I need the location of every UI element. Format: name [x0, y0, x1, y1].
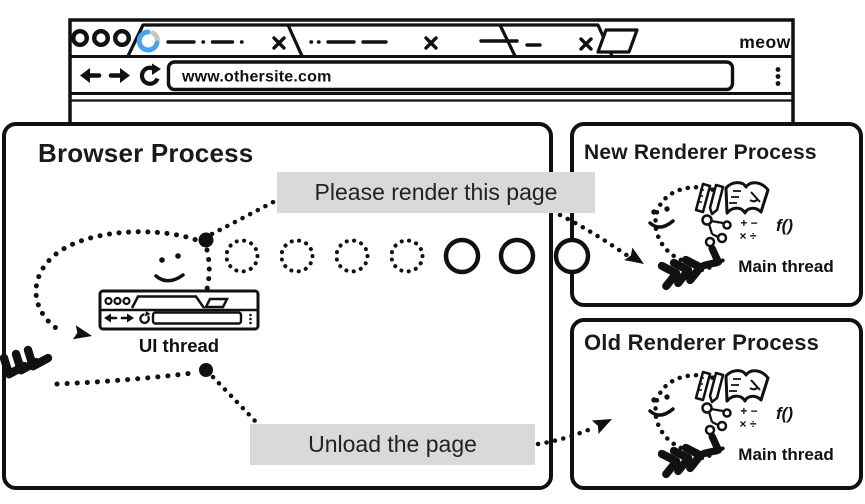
tab-divider: [286, 24, 304, 57]
forward-icon: [120, 68, 130, 83]
tab-2[interactable]: [309, 36, 438, 50]
render-message-label: Please render this page: [277, 172, 595, 213]
mini-browser-icon: [98, 289, 260, 331]
tab-1[interactable]: [136, 29, 286, 53]
back-button[interactable]: [80, 68, 102, 83]
spinner-tail: [150, 30, 160, 43]
smiley-icon: [154, 253, 185, 283]
old-renderer-process-title: Old Renderer Process: [584, 330, 820, 355]
old-renderer-process-box: [570, 318, 863, 490]
new-tab-icon[interactable]: [596, 28, 639, 54]
unload-message-line: [210, 374, 259, 425]
function-icon: f(): [776, 404, 793, 423]
tab-3[interactable]: [479, 37, 593, 51]
reload-button[interactable]: [139, 63, 161, 86]
window-control-icon[interactable]: [113, 28, 132, 48]
back-icon: [80, 68, 90, 83]
function-icon: f(): [776, 216, 793, 235]
unload-message-label: Unload the page: [250, 424, 535, 465]
close-icon[interactable]: [272, 36, 286, 50]
window-controls[interactable]: [70, 28, 132, 48]
window-control-icon[interactable]: [92, 28, 111, 48]
unload-message-line: [535, 425, 596, 447]
menu-dots-icon[interactable]: [775, 67, 781, 86]
spinner-icon: [136, 29, 160, 53]
browser-window: meow www.othersite.com: [68, 18, 795, 122]
loop-node: [198, 232, 214, 248]
new-renderer-process-box: [570, 122, 863, 307]
address-bar[interactable]: [166, 60, 735, 92]
reload-icon: [152, 63, 161, 75]
arrowhead-icon: [591, 412, 616, 434]
page-transfer-circles: [224, 237, 591, 275]
render-message-line: [557, 212, 631, 259]
render-message-line: [209, 195, 284, 237]
brand-text: meow: [739, 32, 791, 52]
browser-process-title: Browser Process: [38, 138, 254, 168]
math-icon: + −: [740, 404, 757, 418]
window-control-icon[interactable]: [70, 28, 90, 48]
new-renderer-process-title: New Renderer Process: [584, 141, 817, 164]
forward-button[interactable]: [108, 68, 130, 83]
ui-thread-label: UI thread: [139, 335, 219, 356]
main-thread-label: Main thread: [738, 257, 833, 276]
ui-thread-loop: UI thread: [0, 229, 260, 387]
main-thread-label: Main thread: [738, 445, 833, 464]
address-bar-url[interactable]: www.othersite.com: [181, 69, 332, 86]
close-icon[interactable]: [579, 37, 593, 51]
close-icon[interactable]: [424, 36, 438, 50]
reload-icon: [139, 65, 160, 86]
arrowhead-icon: [624, 247, 649, 271]
math-icon: + −: [740, 216, 757, 230]
math-icon: × ÷: [740, 229, 757, 243]
loop-arrowhead: [72, 325, 94, 344]
math-icon: × ÷: [740, 417, 757, 431]
loop-node: [199, 363, 213, 377]
